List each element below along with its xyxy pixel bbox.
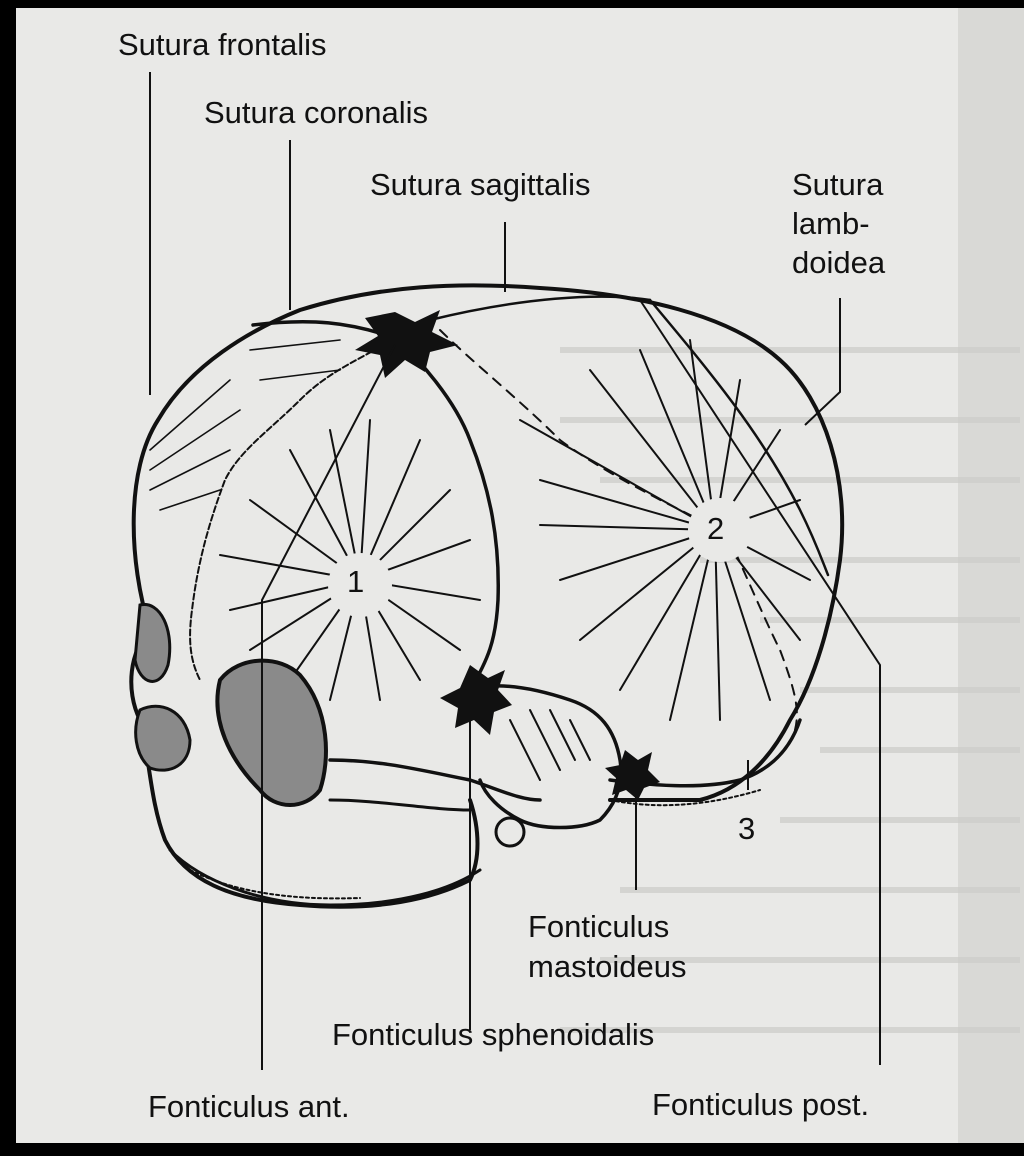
label-sutura-sagittalis: Sutura sagittalis: [370, 168, 591, 203]
label-sutura-lambdoidea-line-3: doidea: [792, 246, 885, 281]
label-fonticulus-mastoideus-line-2: mastoideus: [528, 950, 687, 985]
label-sutura-coronalis: Sutura coronalis: [204, 96, 428, 131]
label-sutura-lambdoidea-line-2: lamb-: [792, 207, 870, 242]
label-fonticulus-ant: Fonticulus ant.: [148, 1090, 350, 1125]
label-ossification-2: 2: [707, 512, 724, 547]
label-ossification-1: 1: [347, 565, 364, 600]
label-sutura-lambdoidea-line-1: Sutura: [792, 168, 883, 203]
label-bone-3: 3: [738, 812, 755, 847]
label-fonticulus-post: Fonticulus post.: [652, 1088, 869, 1123]
label-sutura-frontalis: Sutura frontalis: [118, 28, 327, 63]
label-fonticulus-sphenoidalis: Fonticulus sphenoidalis: [332, 1018, 654, 1053]
label-fonticulus-mastoideus-line-1: Fonticulus: [528, 910, 669, 945]
